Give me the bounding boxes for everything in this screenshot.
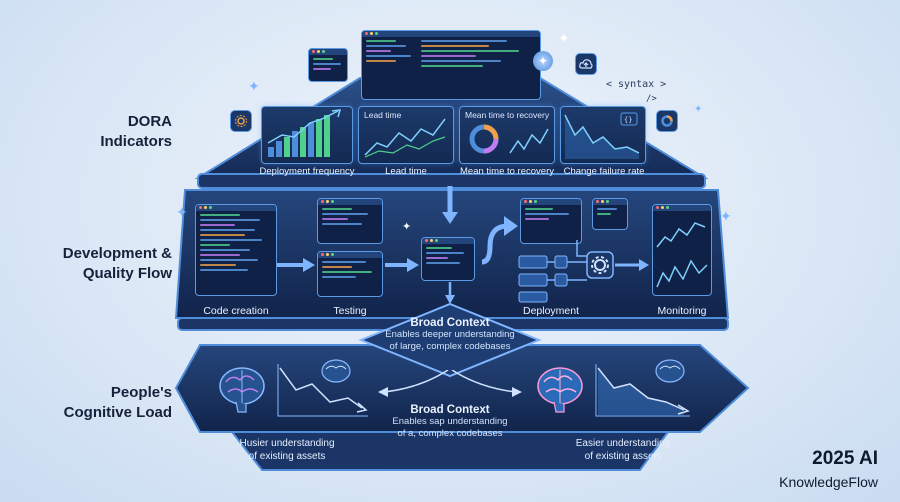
cloud-upload-icon <box>575 53 597 75</box>
lead-time-header: Lead time <box>364 110 402 120</box>
deployment-pipeline <box>518 240 649 303</box>
brain-icon-right <box>537 367 583 413</box>
testing-window-bottom <box>317 251 383 297</box>
broad-context-bottom-line1: Enables sap understanding <box>392 416 508 427</box>
down-arrow-dora-to-dev <box>442 186 458 224</box>
dora-label-mttr: Mean time to recovery <box>460 166 554 177</box>
context-split-arrows <box>378 370 522 397</box>
dora-indicators-label: DORA Indicators <box>100 113 172 151</box>
caption-right: Easier understanding of existing assets <box>558 437 688 463</box>
deployment-window-1 <box>520 198 582 244</box>
caption-left-line2: of existing assets <box>248 451 326 462</box>
right-cognitive-visual <box>537 364 690 417</box>
broad-context-bottom-title: Broad Context <box>410 404 490 416</box>
dora-label-deployment-frequency: Deployment frequency <box>259 166 355 177</box>
mttr-header: Mean time to recovery <box>465 110 550 120</box>
broad-context-bottom-line2: of a, complex codebases <box>397 427 503 439</box>
sparkle-deco-1: ✦ <box>558 30 570 46</box>
small-code-window-left <box>308 48 348 82</box>
dora-label-change-failure-rate: Change failure rate <box>563 166 645 177</box>
caption-left: Husier understanding of existing assets <box>222 437 352 463</box>
sparkle-deco-5: ✦ <box>402 221 412 233</box>
sparkle-deco-3: ✦ <box>176 204 188 220</box>
caption-right-line1: Easier understanding <box>575 438 671 449</box>
caption-left-line1: Husier understanding <box>239 438 335 449</box>
syntax-close-tag: /> <box>646 94 657 104</box>
cognitive-base <box>229 431 670 471</box>
sparkle-deco-4: ✦ <box>720 208 732 224</box>
arrow-code-to-testing <box>277 258 315 272</box>
arrow-central-to-deployment <box>481 216 518 265</box>
testing-window-top <box>317 198 383 244</box>
brain-icon-small-right <box>655 359 685 383</box>
broad-context-top-line2: of large, complex codebases <box>389 340 511 352</box>
broad-context-top: Broad Context Enables deeper understandi… <box>355 317 545 353</box>
central-window <box>421 237 475 281</box>
arrow-central-to-context <box>445 282 455 304</box>
arrow-testing-to-central <box>385 258 419 272</box>
dev-quality-flow-label: Development & Quality Flow <box>62 245 172 283</box>
dora-tile-change-failure-rate: {} <box>560 106 646 164</box>
stage-label-testing: Testing <box>333 305 367 317</box>
stage-label-monitoring: Monitoring <box>657 305 707 317</box>
broad-context-top-line1: Enables deeper understanding <box>385 329 515 340</box>
monitoring-window <box>652 204 712 296</box>
brain-icon-small-left <box>321 359 351 383</box>
donut-chart-icon <box>656 110 678 132</box>
broad-context-diamond-top <box>358 302 542 378</box>
sparkle-deco-2: ✦ <box>248 78 260 94</box>
top-code-window <box>361 30 541 100</box>
left-cognitive-visual <box>219 364 368 417</box>
broad-context-bottom: Broad Context Enables sap understanding … <box>360 404 540 440</box>
stage-label-code-creation: Code creation <box>203 305 269 317</box>
brand-year: 2025 AI <box>812 448 878 469</box>
broad-context-top-title: Broad Context <box>410 317 490 329</box>
brain-icon-left <box>219 367 265 413</box>
dora-tile-lead-time: Lead time <box>358 106 454 164</box>
dora-tile-deployment-frequency <box>261 106 353 164</box>
cognitive-load-label: People's Cognitive Load <box>63 384 172 422</box>
brand-name: KnowledgeFlow <box>779 474 878 490</box>
syntax-tag: < syntax > <box>606 79 667 90</box>
caption-right-line2: of existing assets <box>584 451 662 462</box>
dora-tile-mttr: Mean time to recovery <box>459 106 555 164</box>
svg-text:{}: {} <box>624 116 632 124</box>
sparkle-icon: ✦ <box>533 51 553 71</box>
deployment-window-2 <box>592 198 628 230</box>
stage-label-deployment: Deployment <box>522 305 580 317</box>
dora-label-lead-time: Lead time <box>385 166 427 177</box>
gear-badge-icon <box>230 110 252 132</box>
code-creation-window <box>195 204 277 296</box>
sparkle-deco-6: ✦ <box>694 104 703 115</box>
